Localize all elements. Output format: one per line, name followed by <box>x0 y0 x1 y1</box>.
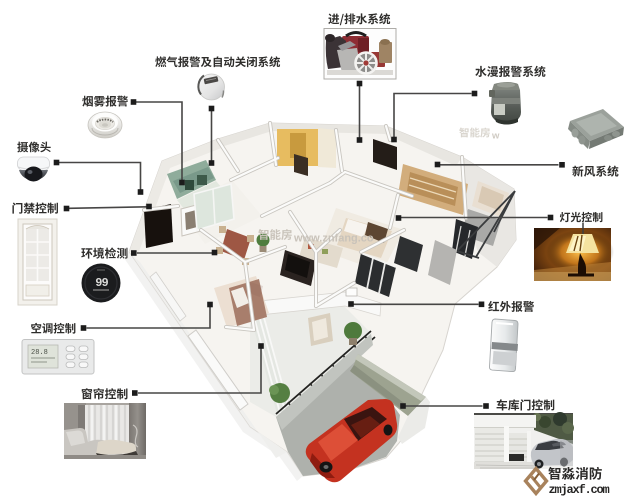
svg-text:28.8: 28.8 <box>31 349 48 357</box>
svg-text:www.znfang.co: www.znfang.co <box>293 233 374 245</box>
svg-text:99: 99 <box>95 276 108 290</box>
svg-text:w: w <box>491 131 500 142</box>
svg-text:zmjaxf.com: zmjaxf.com <box>549 483 610 497</box>
